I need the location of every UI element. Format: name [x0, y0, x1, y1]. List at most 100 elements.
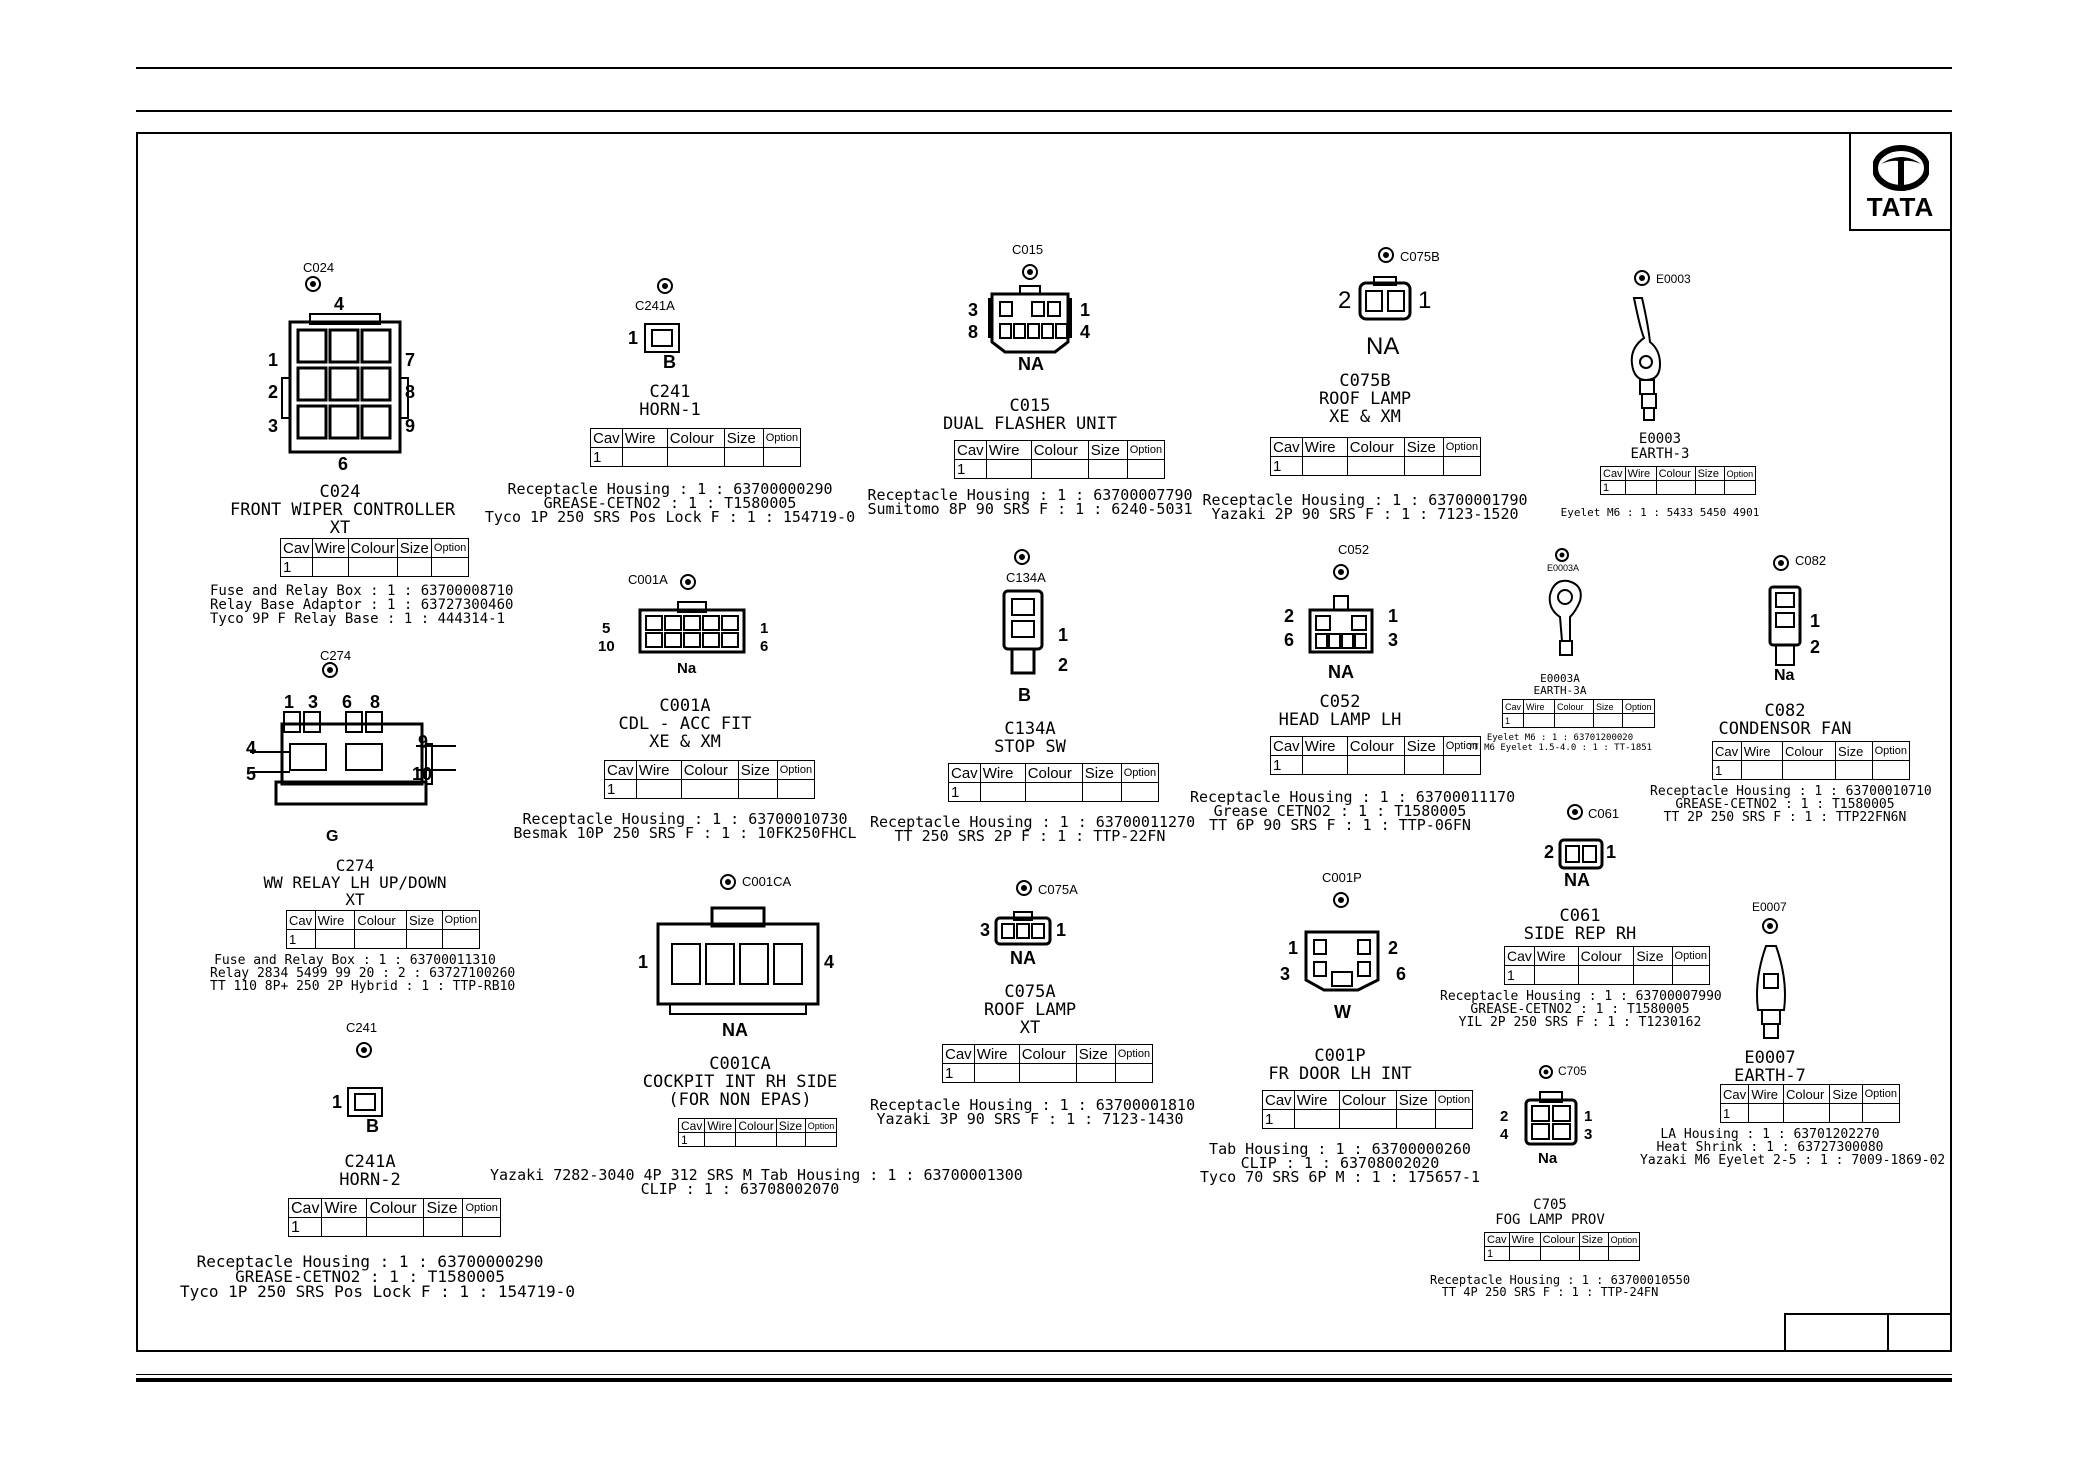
connector-id: C274 [335, 856, 375, 875]
note-line: TT 110 8P+ 250 2P Hybrid : 1 : TTP-RB10 [210, 979, 516, 994]
th-option: Option [462, 1198, 501, 1218]
th-cav: Cav [1504, 946, 1535, 966]
pin-label: 1 [1388, 606, 1399, 626]
connector-tag: C024 [303, 260, 335, 275]
cavity-number: 1 [1484, 1246, 1510, 1261]
th-wire: Wire [1748, 1084, 1784, 1104]
th-option: Option [1120, 763, 1160, 783]
connector-id: C241 [649, 382, 691, 402]
cavity-number: 1 [942, 1063, 975, 1083]
note-line: Tab Housing : 1 : 63700000260 [1209, 1140, 1471, 1158]
pin-label: 1 [760, 620, 769, 637]
pin-label: NA [722, 1020, 748, 1040]
pin-label: 1 [268, 350, 279, 370]
note-line: Receptacle Housing : 1 : 63700007990 [1440, 989, 1722, 1004]
connector-title: E0003A EARTH-3A [1470, 673, 1650, 696]
connector-variant: XT [345, 889, 365, 909]
connector-tag: C075B [1400, 249, 1440, 264]
th-option: Option [1114, 1044, 1154, 1064]
connector-id: E0003A [1540, 672, 1580, 685]
pin-label: W [1334, 1002, 1351, 1022]
pin-label: 1 [332, 1092, 343, 1112]
part-notes: Receptacle Housing : 1 : 63700011170 Gre… [1190, 788, 1516, 833]
th-size: Size [1578, 1232, 1609, 1247]
th-colour: Colour [347, 538, 398, 558]
pin-label: 3 [980, 920, 991, 940]
tata-emblem-icon [1873, 145, 1929, 191]
drawing-frame [136, 132, 1952, 1352]
ring-eyelet-icon [1548, 548, 1582, 656]
note-line: Heat Shrink : 1 : 63727300080 [1656, 1140, 1884, 1155]
pin-label: 1 [1058, 625, 1069, 645]
c001ca-connector-face-icon [656, 874, 820, 1015]
connector-variant: XT [329, 517, 351, 538]
th-wire: Wire [321, 1198, 368, 1218]
c001p-connector-face-icon [1304, 892, 1380, 992]
part-notes: LA Housing : 1 : 63701202270 Heat Shrink… [1640, 1128, 1946, 1168]
th-colour: Colour [1577, 946, 1635, 966]
connector-name: FRONT WIPER CONTROLLER [230, 499, 456, 520]
pin-label: 2 [1500, 1108, 1509, 1125]
pin-label: 1 [1810, 611, 1821, 631]
connector-id: C241A [344, 1152, 396, 1172]
pin-label: B [366, 1116, 379, 1136]
cavity-number: 1 [280, 557, 313, 577]
connector-name: STOP SW [994, 736, 1066, 757]
note-line: Yazaki M6 Eyelet 2-5 : 1 : 7009-1869-02 [1640, 1153, 1946, 1168]
pin-label: Na [1538, 1150, 1558, 1167]
th-option: Option [804, 1118, 838, 1133]
pin-label: 8 [968, 322, 979, 342]
th-colour: Colour [1030, 440, 1089, 460]
note-line: Tyco 1P 250 SRS Pos Lock F : 1 : 154719-… [180, 1282, 575, 1301]
pin-label: 2 [1284, 606, 1295, 626]
th-wire: Wire [1740, 741, 1783, 761]
pin-label: 4 [246, 738, 257, 758]
c274-relay-base-icon [250, 662, 456, 806]
pin-label: G [326, 828, 339, 845]
connector-id: C705 [1533, 1197, 1567, 1213]
th-option: Option [430, 538, 470, 558]
th-option: Option [1861, 1084, 1901, 1104]
connector-name: HORN-1 [639, 399, 701, 420]
connector-title: C274 WW RELAY LH UP/DOWN XT [230, 856, 480, 909]
bottom-rule-thin [136, 1374, 1952, 1375]
th-size: Size [1403, 437, 1444, 457]
note-line: Yazaki 2P 90 SRS F : 1 : 7123-1520 [1211, 505, 1519, 523]
part-notes: Receptacle Housing : 1 : 63700001810 Yaz… [870, 1098, 1195, 1127]
connector-title: C082 CONDENSOR FAN [1660, 701, 1910, 739]
note-line: Yazaki 7282-3040 4P 312 SRS M Tab Housin… [490, 1166, 1023, 1184]
th-size: Size [1694, 466, 1725, 481]
connector-title: C052 HEAD LAMP LH [1210, 693, 1470, 730]
c052-connector-face-icon [1308, 564, 1374, 654]
connector-id: C082 [1764, 701, 1806, 721]
th-wire: Wire [979, 763, 1026, 783]
th-colour: Colour [1655, 466, 1696, 481]
note-line: GREASE-CETNO2 : 1 : T1580005 [1675, 797, 1895, 812]
pin-label: 4 [824, 952, 835, 972]
connector-c024: C024 4 1 2 3 7 8 9 6 C024 FRONT WIPER CO… [210, 258, 513, 628]
part-notes: Receptacle Housing : 1 : 63700007990 GRE… [1440, 989, 1722, 1029]
pin-label: B [663, 352, 676, 372]
note-line: Receptacle Housing : 1 : 63700011170 [1190, 788, 1516, 806]
th-wire: Wire [311, 538, 349, 558]
th-size: Size [1829, 1084, 1863, 1104]
c001a-connector-face-icon [638, 574, 746, 654]
connector-id: C075B [1339, 371, 1391, 391]
cavity-number: 1 [590, 447, 623, 467]
c024-connector-face-icon [281, 276, 409, 454]
connector-tag: E0003 [1656, 272, 1691, 286]
connector-name: CDL - ACC FIT [618, 713, 752, 734]
note-line: Tyco 1P 250 SRS Pos Lock F : 1 : 154719-… [484, 508, 856, 526]
th-wire: Wire [1293, 1090, 1340, 1110]
connector-c274: C274 1 3 6 8 4 5 9 10 G C274 WW RELAY LH… [210, 648, 515, 998]
pin-label: 1 [638, 952, 649, 972]
pin-label: 4 [1080, 322, 1091, 342]
